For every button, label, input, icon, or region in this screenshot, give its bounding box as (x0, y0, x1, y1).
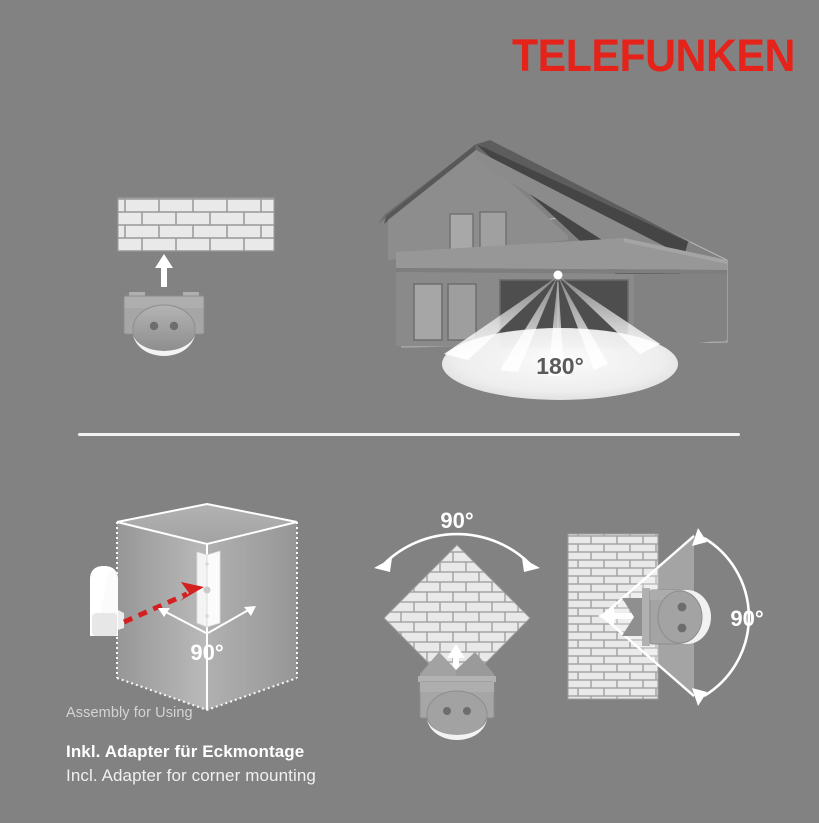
adapter-title-en: Incl. Adapter for corner mounting (66, 766, 316, 785)
section-divider (78, 433, 740, 436)
angle-arc-90: 90° (692, 528, 764, 706)
corner-adapter-plate (196, 550, 221, 628)
house-extension-band (396, 238, 727, 274)
angle-label-90-side: 90° (730, 606, 763, 631)
corner-top-view-diagram: 90° (362, 502, 557, 740)
detection-beams (444, 276, 660, 376)
mount-arrow-icon (447, 644, 465, 678)
corner-side-view-diagram: 90° (552, 512, 772, 712)
motion-sensor-with-adapter (418, 652, 496, 740)
motion-sensor-device (123, 292, 205, 356)
adapter-title-de: Inkl. Adapter für Eckmontage (66, 742, 305, 761)
adapter-pointer-arrow-icon (122, 582, 204, 625)
mount-arrow-icon (598, 607, 644, 625)
angle-arc-90: 90° (374, 508, 540, 572)
angle-dimension-90: 90° (158, 606, 256, 665)
house-coverage-diagram: 180° (372, 132, 762, 402)
wedge-outline (601, 535, 695, 697)
angle-label-180: 180° (536, 353, 584, 379)
sensor-device-white (90, 566, 124, 636)
brick-wall (117, 197, 275, 252)
sensor-point (553, 270, 563, 280)
corner-mount-cube-diagram: 90° (62, 482, 352, 712)
assembly-caption: Assembly for Using (66, 705, 193, 721)
telefunken-logo: TELEFUNKEN (512, 29, 795, 81)
corner-cube (116, 502, 298, 712)
angle-label-90-cube: 90° (190, 640, 223, 665)
mount-arrow-icon (155, 254, 173, 287)
motion-sensor-side (622, 588, 711, 646)
angle-label-90-top: 90° (440, 508, 473, 533)
wall-mount-diagram (108, 186, 298, 356)
